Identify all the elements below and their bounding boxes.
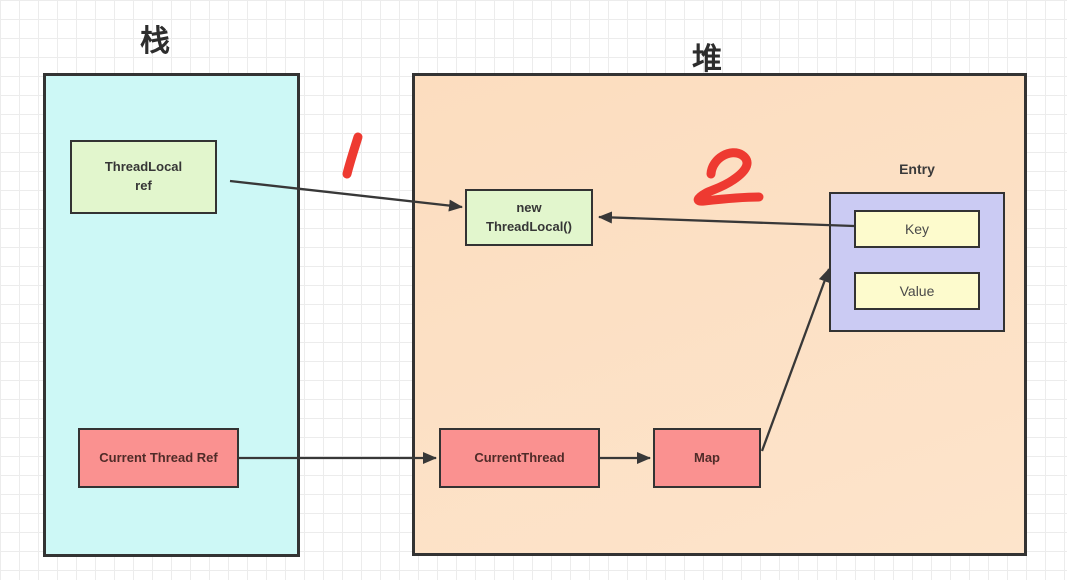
node-key-label: Key bbox=[904, 220, 930, 237]
node-value: Value bbox=[854, 272, 980, 310]
node-new-threadlocal: new ThreadLocal() bbox=[465, 189, 593, 246]
handwritten-annotation-1 bbox=[342, 132, 363, 179]
node-current-thread-ref: Current Thread Ref bbox=[78, 428, 239, 488]
node-key: Key bbox=[854, 210, 980, 248]
entry-group-label: Entry bbox=[899, 161, 935, 177]
entry-group-box: Key Value bbox=[829, 192, 1005, 332]
node-map: Map bbox=[653, 428, 761, 488]
node-value-label: Value bbox=[899, 282, 935, 299]
node-current-thread-ref-label: Current Thread Ref bbox=[99, 449, 218, 465]
node-threadlocal-ref: ThreadLocal ref bbox=[70, 140, 217, 214]
node-new-threadlocal-label: new ThreadLocal() bbox=[486, 199, 572, 234]
node-current-thread: CurrentThread bbox=[439, 428, 600, 488]
stack-region-title: 栈 bbox=[140, 25, 171, 58]
node-current-thread-label: CurrentThread bbox=[474, 449, 565, 465]
node-threadlocal-ref-label: ThreadLocal ref bbox=[104, 159, 183, 193]
node-map-label: Map bbox=[694, 449, 720, 465]
heap-region-title: 堆 bbox=[692, 43, 723, 76]
